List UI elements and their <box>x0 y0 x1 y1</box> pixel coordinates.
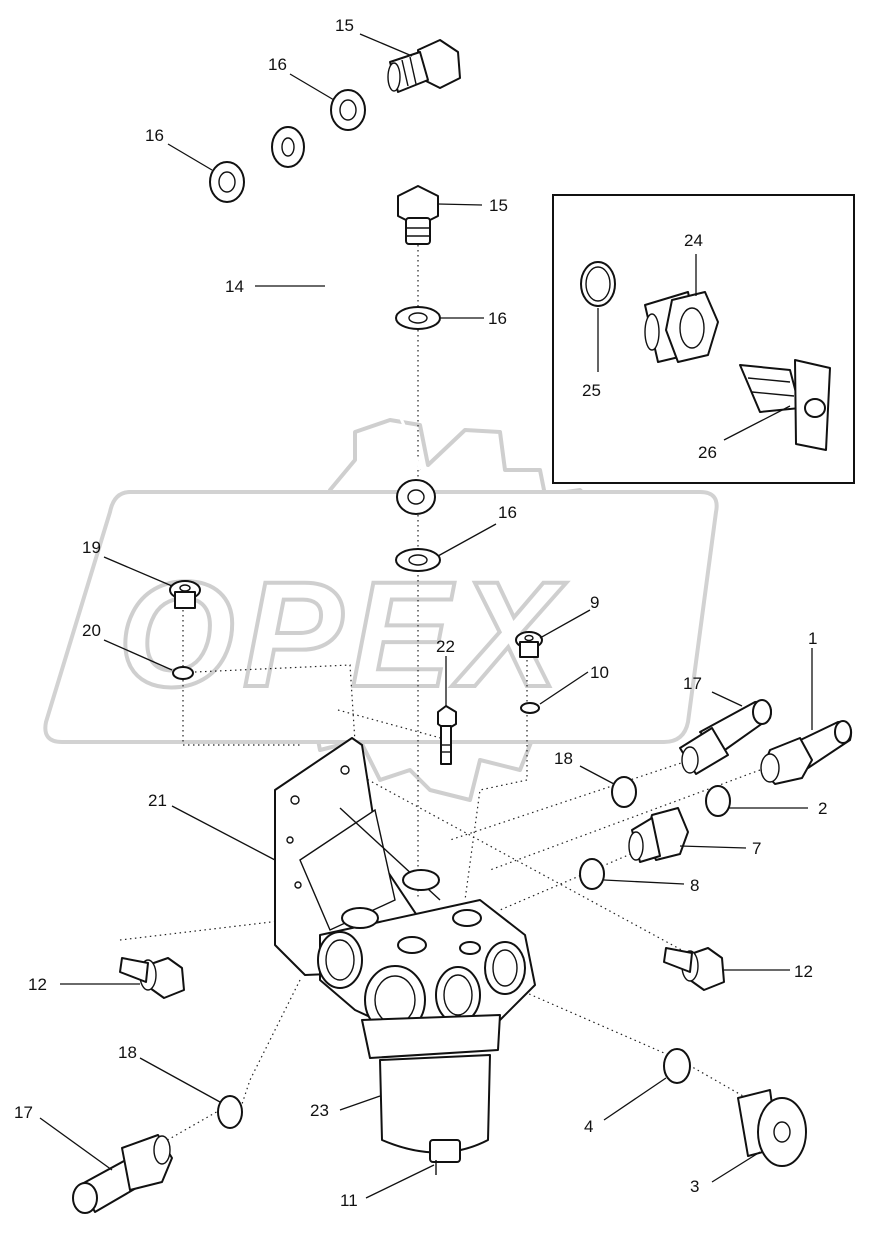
flange-bolt-left <box>119 957 185 999</box>
o-ring-right <box>520 702 540 714</box>
sealing-washer-3 <box>395 306 441 330</box>
callout-12-left: 12 <box>28 975 47 994</box>
sealing-washer-1 <box>330 89 366 131</box>
callout-24: 24 <box>684 231 703 250</box>
banjo-bolt-top <box>387 39 461 93</box>
opex-watermark: OPEX <box>43 418 719 802</box>
callout-17-left: 17 <box>14 1103 33 1122</box>
sealing-washer-2 <box>209 161 245 203</box>
callout-25: 25 <box>582 381 601 400</box>
hose-fitting-1 <box>760 720 853 785</box>
callout-numbers: 15 16 16 15 16 14 16 19 20 9 10 22 1 17 … <box>14 16 827 1210</box>
filter-head <box>317 869 536 1045</box>
callout-15-top: 15 <box>335 16 354 35</box>
callout-14: 14 <box>225 277 244 296</box>
callout-16-left: 16 <box>145 126 164 145</box>
callout-11: 11 <box>340 1191 358 1210</box>
leader-lines <box>39 33 813 1199</box>
watermark-text: OPEX <box>118 550 567 718</box>
callout-3: 3 <box>690 1177 699 1196</box>
filter-bowl <box>361 1014 501 1175</box>
hose-fitting-right <box>679 699 772 775</box>
connector-26 <box>739 359 831 451</box>
callout-10: 10 <box>590 663 609 682</box>
callout-7: 7 <box>752 839 761 858</box>
callout-17-right: 17 <box>683 674 702 693</box>
callout-8: 8 <box>690 876 699 895</box>
inset-panel <box>552 194 855 484</box>
callout-26: 26 <box>698 443 717 462</box>
callout-20: 20 <box>82 621 101 640</box>
callout-16-top: 16 <box>268 55 287 74</box>
callout-22: 22 <box>436 637 455 656</box>
flange-bolt-right <box>663 947 725 991</box>
callout-2: 2 <box>818 799 827 818</box>
torx-plug <box>737 1089 807 1167</box>
o-ring-18-left <box>217 1095 243 1129</box>
adapter-24 <box>644 291 719 363</box>
callout-12-right: 12 <box>794 962 813 981</box>
plug-left <box>169 580 201 609</box>
o-ring-18-right <box>611 776 637 808</box>
plug-right <box>515 631 543 658</box>
o-ring-8 <box>579 858 605 890</box>
callout-19: 19 <box>82 538 101 557</box>
o-ring-2 <box>705 785 731 817</box>
callout-1: 1 <box>808 629 817 648</box>
callout-4: 4 <box>584 1117 593 1136</box>
watermark-banner <box>43 490 719 744</box>
callout-16-mid: 16 <box>488 309 507 328</box>
mounting-bracket <box>274 737 441 976</box>
pipe <box>271 126 436 515</box>
callout-23: 23 <box>310 1101 329 1120</box>
hose-fitting-left <box>72 1134 173 1214</box>
o-ring-4 <box>663 1048 691 1084</box>
callout-18-right: 18 <box>554 749 573 768</box>
sealing-washer-4 <box>395 548 441 572</box>
banjo-bolt-middle <box>397 185 439 245</box>
callout-15-mid: 15 <box>489 196 508 215</box>
o-ring-left <box>172 666 194 680</box>
threaded-plug-7 <box>628 807 689 863</box>
callout-21: 21 <box>148 791 167 810</box>
callout-16-lower: 16 <box>498 503 517 522</box>
callout-18-left: 18 <box>118 1043 137 1062</box>
callout-9: 9 <box>590 593 599 612</box>
